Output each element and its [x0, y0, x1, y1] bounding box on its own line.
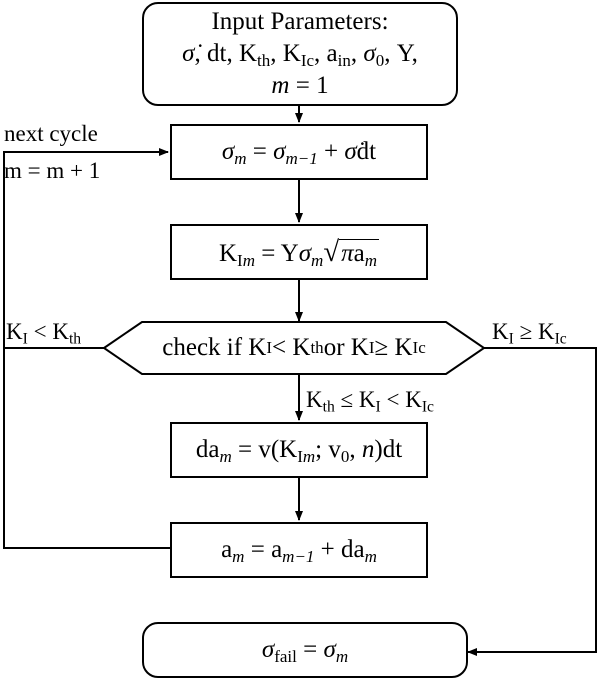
label-next-cycle: next cycle — [4, 121, 98, 146]
failure-stress-box: σfail = σm — [142, 622, 468, 678]
crack-length-update-box: am = am−1 + dam — [170, 522, 428, 578]
input-title: Input Parameters: — [211, 8, 389, 35]
stress-intensity-equation: KIm = Yσm√πam — [218, 235, 380, 270]
input-initial-cycle: m = 1 — [271, 72, 329, 99]
label-growth-condition: Kth ≤ KI < KIc — [306, 387, 434, 416]
input-parameter-list: σ̇, dt, Kth, KIc, ain, σ0, Y, — [182, 40, 418, 70]
crack-growth-equation: dam = v(KIm; v0, n)dt — [195, 436, 403, 466]
label-below-threshold: KI < Kth — [6, 319, 82, 348]
stress-intensity-box: KIm = Yσm√πam — [170, 224, 428, 280]
failure-stress-equation: σfail = σm — [261, 636, 349, 666]
loop-update-to-stress — [3, 148, 170, 549]
label-m-increment: m = m + 1 — [4, 158, 101, 183]
label-fracture-condition: KI ≥ KIc — [492, 319, 567, 348]
stress-update-box: σm = σm−1 + σ̇dt — [170, 124, 428, 180]
branch-fracture — [467, 347, 597, 656]
stress-update-equation: σm = σm−1 + σ̇dt — [221, 138, 377, 168]
crack-growth-box: dam = v(KIm; v0, n)dt — [170, 422, 428, 478]
crack-length-update-equation: am = am−1 + dam — [221, 536, 377, 566]
input-parameters-box: Input Parameters: σ̇, dt, Kth, KIc, ain,… — [142, 2, 458, 106]
